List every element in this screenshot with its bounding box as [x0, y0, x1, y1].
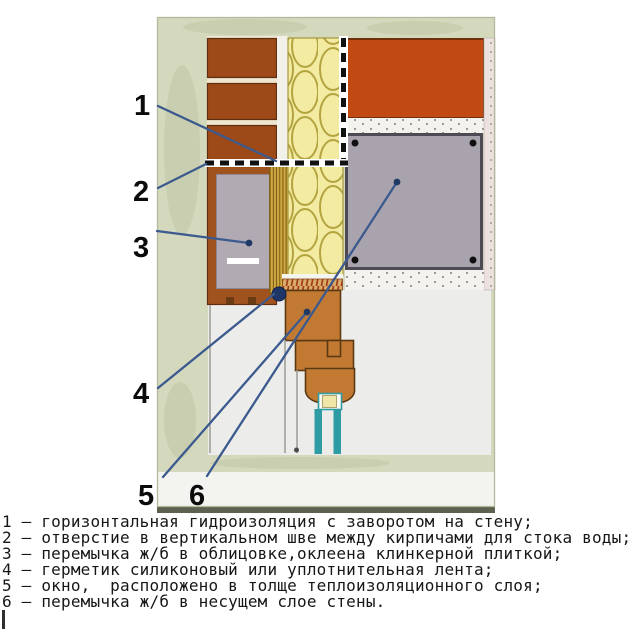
legend-item-2: 2 – отверстие в вертикальном шве между к… [2, 527, 632, 547]
callout-label-4: 4 [133, 378, 149, 410]
facing-brick-column [206, 37, 278, 163]
callout-label-6: 6 [189, 480, 205, 512]
glass-pane-left [314, 409, 322, 454]
lintel-rebar-dots [351, 139, 477, 264]
cladding-lintel-concrete [216, 174, 270, 289]
panel-border [156, 16, 496, 508]
window-frame-rebate [326, 339, 342, 358]
leader-5 [161, 310, 309, 479]
plaster-strip-speckle [484, 38, 495, 290]
reveal-line-dot [294, 447, 299, 453]
leader-4 [156, 292, 276, 390]
thermal-insulation-layer [287, 37, 344, 276]
leader-6 [205, 180, 399, 478]
ventilation-air-gap [277, 36, 288, 163]
legend-item-1: 1 – горизонтальная гидроизоляция с завор… [2, 512, 533, 531]
glass-pane-right [333, 409, 341, 454]
leader-end-dots [245, 178, 401, 316]
facing-brick [206, 37, 278, 79]
legend-item-3: 3 – перемычка ж/б в облицовке,оклеена кл… [2, 543, 563, 563]
leader-3 [155, 229, 251, 245]
reveal-lines [209, 305, 298, 453]
head-flashing-line [282, 274, 343, 279]
legend-item-5: 5 – окно, расположено в толще теплоизоля… [2, 575, 543, 595]
legend: 1 – горизонтальная гидроизоляция с завор… [2, 514, 640, 609]
lintel-foot-mark [248, 297, 256, 304]
glazing-spacer [322, 395, 337, 408]
mortar-joint-speckle [345, 118, 484, 133]
bearing-wall-block [345, 38, 485, 119]
lintel-foot-mark [226, 297, 234, 304]
cursor-artifact [2, 610, 5, 629]
mortar-bed-speckle [345, 270, 484, 290]
callout-label-2: 2 [133, 176, 149, 208]
lintel-slot-mark [227, 258, 259, 264]
callout-label-3: 3 [133, 232, 149, 264]
bearing-lintel-concrete [345, 133, 483, 270]
waterproofing-band-horizontal [205, 159, 348, 167]
leader-1 [156, 104, 278, 163]
panel-edge-shadow [157, 506, 495, 513]
panel-bottom-strip [157, 472, 495, 506]
callout-label-5: 5 [138, 480, 154, 512]
window-frame-head [284, 289, 342, 342]
callout-label-1: 1 [134, 90, 150, 122]
legend-item-4: 4 – герметик силиконовый или уплотнитель… [2, 559, 494, 579]
callout-leader-lines [155, 104, 399, 479]
silicone-sealant [271, 286, 287, 302]
facing-brick [206, 82, 278, 121]
window-frame-middle [294, 339, 355, 372]
legend-item-6: 6 – перемычка ж/б в несущем слое стены. [2, 591, 386, 611]
leader-2 [156, 162, 208, 190]
